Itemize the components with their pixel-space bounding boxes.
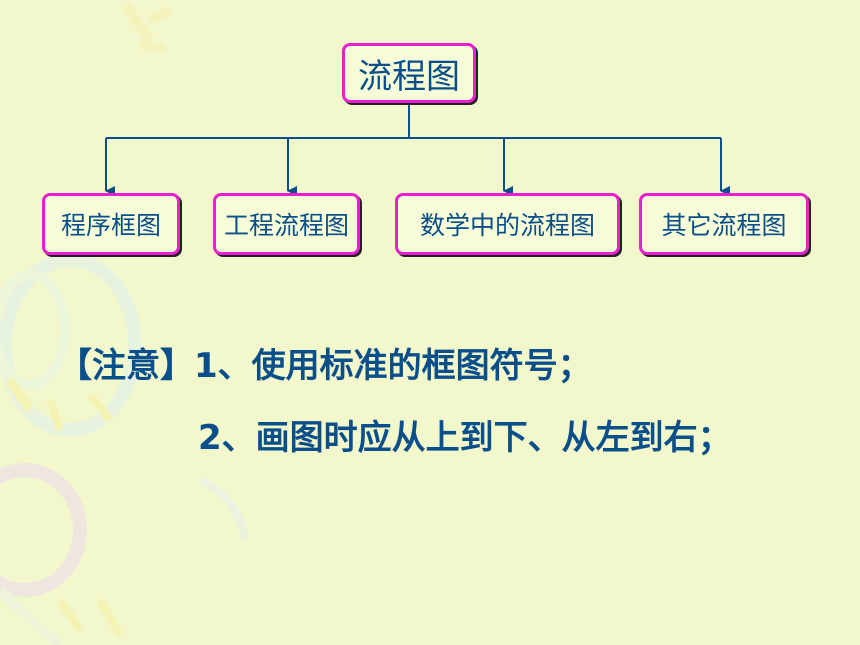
child-node-math-flowchart: 数学中的流程图 [395,193,620,255]
child-node-label: 程序框图 [60,211,161,240]
child-node-other-flowchart: 其它流程图 [639,193,809,255]
note-line-2: 2、画图时应从上到下、从左到右； [198,418,732,458]
root-node: 流程图 [342,43,476,103]
child-node-engineering-flowchart: 工程流程图 [213,193,360,255]
child-node-program-flowchart: 程序框图 [42,193,180,255]
child-node-label: 工程流程图 [223,211,349,240]
note-line-1: 【注意】1、使用标准的框图符号； [58,346,592,386]
child-node-label: 数学中的流程图 [419,211,595,240]
root-node-label: 流程图 [358,56,460,97]
child-node-label: 其它流程图 [661,211,787,240]
